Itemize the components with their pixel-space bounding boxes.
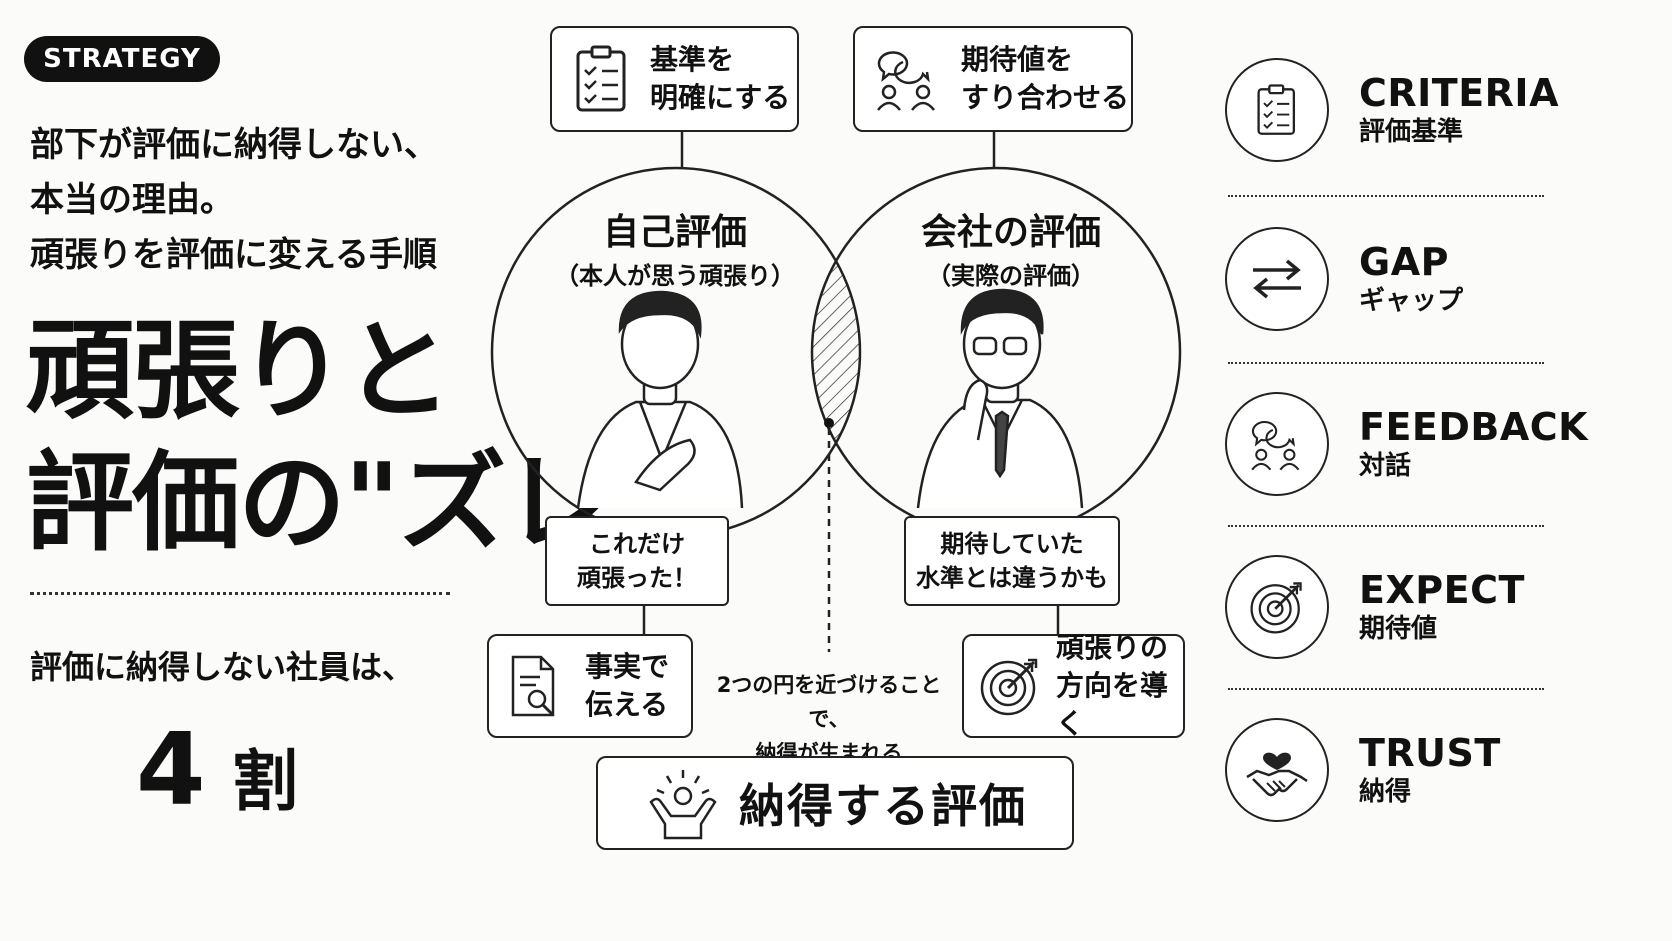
- clipboard-check-icon: [576, 45, 626, 112]
- subtitle: 部下が評価に納得しない、 本当の理由。 頑張りを評価に変える手順: [30, 118, 438, 283]
- target-arrow-icon: [980, 658, 1038, 716]
- right-divider: [1228, 195, 1544, 197]
- center-note-line-1: 2つの円を近づけることで、: [716, 673, 942, 731]
- clipboard-check-icon: [1257, 84, 1296, 135]
- company-eval-label: 会社の評価 （実際の評価）: [876, 210, 1146, 296]
- opposite-arrows-icon: [1253, 259, 1301, 299]
- main-title: 頑張りと 評価の"ズレ": [26, 306, 667, 570]
- criteria-box: 基準を 明確にする: [550, 26, 799, 132]
- target-arrow-icon: [1250, 582, 1302, 634]
- company-eval-sub: （実際の評価）: [927, 262, 1095, 290]
- trust-circle: [1225, 718, 1329, 822]
- self-bubble-line-2: 頑張った！: [577, 564, 697, 592]
- facts-box-text: 事実で 伝える: [585, 648, 669, 724]
- expectation-box: 期待値を すり合わせる: [853, 26, 1133, 132]
- right-item-gap: GAP ギャップ: [1225, 225, 1545, 333]
- gap-circle: [1225, 227, 1329, 331]
- right-item-trust: TRUST 納得: [1225, 716, 1545, 824]
- criteria-en: CRITERIA: [1359, 71, 1559, 115]
- divider: [30, 592, 450, 595]
- self-eval-title: 自己評価: [602, 212, 747, 253]
- guide-box-text: 頑張りの 方向を導く: [1056, 629, 1183, 743]
- criteria-circle: [1225, 58, 1329, 162]
- feedback-circle: [1225, 392, 1329, 496]
- feedback-jp: 対話: [1359, 451, 1412, 481]
- guide-box-line-2: 方向を導く: [1056, 669, 1169, 740]
- gap-jp: ギャップ: [1359, 286, 1464, 316]
- dialogue-people-icon: [1251, 420, 1300, 471]
- company-person-icon: [916, 288, 1084, 509]
- expect-jp: 期待値: [1359, 614, 1438, 644]
- company-eval-title: 会社の評価: [920, 212, 1101, 253]
- criteria-box-line-2: 明確にする: [650, 81, 791, 114]
- facts-box-line-1: 事実で: [585, 650, 670, 683]
- expect-en: EXPECT: [1359, 568, 1525, 612]
- subtitle-line-1: 部下が評価に納得しない、: [30, 125, 438, 165]
- criteria-box-text: 基準を 明確にする: [650, 41, 790, 117]
- right-divider: [1228, 525, 1544, 527]
- self-bubble-line-1: これだけ: [589, 530, 685, 558]
- expectation-box-text: 期待値を すり合わせる: [961, 41, 1129, 117]
- expect-circle: [1225, 555, 1329, 659]
- result-box: 納得する評価: [596, 756, 1074, 850]
- right-divider: [1228, 362, 1544, 364]
- self-bubble-text: これだけ 頑張った！: [547, 527, 727, 595]
- facts-box-line-2: 伝える: [585, 688, 669, 721]
- trust-jp: 納得: [1359, 777, 1412, 807]
- gap-en: GAP: [1359, 240, 1449, 284]
- dialogue-people-icon: [877, 51, 935, 111]
- stat-label: 評価に納得しない社員は、: [30, 648, 415, 686]
- right-item-expect: EXPECT 期待値: [1225, 553, 1545, 661]
- expectation-box-line-1: 期待値を: [961, 43, 1074, 76]
- right-divider: [1228, 688, 1544, 690]
- right-item-feedback: FEEDBACK 対話: [1225, 390, 1588, 498]
- company-bubble-line-2: 水準とは違うかも: [916, 564, 1108, 592]
- criteria-jp: 評価基準: [1359, 117, 1464, 147]
- self-eval-person-icon: [576, 290, 744, 509]
- self-speech-bubble: これだけ 頑張った！: [545, 516, 729, 606]
- expectation-box-line-2: すり合わせる: [961, 81, 1130, 114]
- self-eval-sub: （本人が思う頑張り）: [555, 262, 795, 290]
- stat-number: 4: [136, 711, 206, 828]
- feedback-en: FEEDBACK: [1359, 405, 1589, 449]
- criteria-box-line-1: 基準を: [650, 43, 735, 76]
- right-item-criteria: CRITERIA 評価基準: [1225, 56, 1558, 164]
- stat-unit: 割: [232, 743, 298, 820]
- trust-en: TRUST: [1359, 731, 1501, 775]
- center-dot: [824, 418, 834, 428]
- handshake-heart-icon: [1246, 752, 1308, 797]
- result-label: 納得する評価: [739, 779, 1027, 833]
- self-eval-label: 自己評価 （本人が思う頑張り）: [540, 210, 810, 296]
- center-note: 2つの円を近づけることで、 納得が生まれる: [700, 668, 958, 770]
- main-title-line-1: 頑張りと: [26, 309, 452, 434]
- company-bubble-line-1: 期待していた: [940, 530, 1084, 558]
- company-bubble-text: 期待していた 水準とは違うかも: [906, 527, 1118, 595]
- strategy-tag: STRATEGY: [24, 36, 220, 82]
- subtitle-line-3: 頑張りを評価に変える手順: [30, 235, 437, 275]
- facts-box: 事実で 伝える: [487, 634, 693, 738]
- guide-box-line-1: 頑張りの: [1056, 631, 1169, 664]
- subtitle-line-2: 本当の理由。: [30, 180, 234, 220]
- guide-box: 頑張りの 方向を導く: [962, 631, 1185, 740]
- company-speech-bubble: 期待していた 水準とは違うかも: [904, 516, 1120, 606]
- document-search-icon: [511, 655, 555, 717]
- cheering-person-icon: [649, 770, 717, 840]
